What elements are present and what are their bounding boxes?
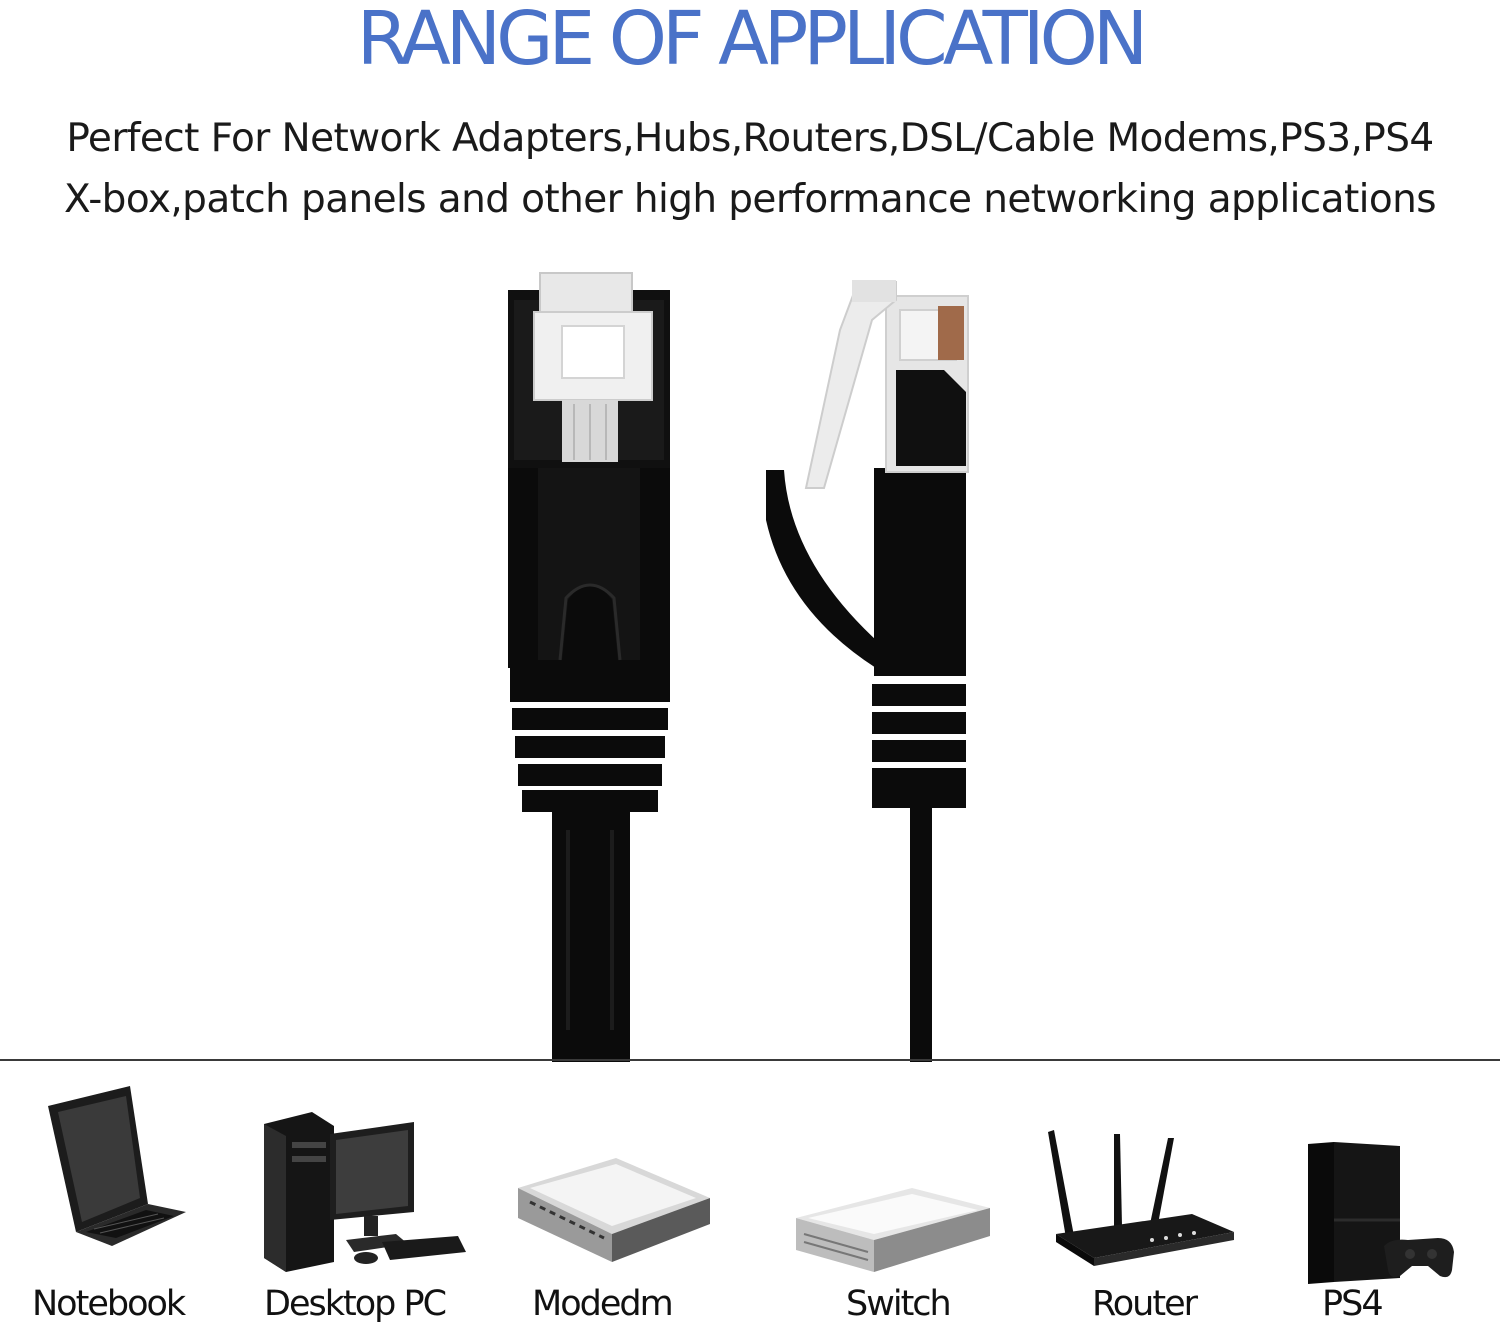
modem-icon xyxy=(518,1158,710,1262)
laptop-icon xyxy=(48,1086,186,1246)
device-label-router: Router xyxy=(1092,1284,1198,1324)
device-label-desktop-pc: Desktop PC xyxy=(264,1284,447,1324)
device-desktop-pc xyxy=(262,1112,467,1272)
device-modem xyxy=(516,1158,712,1270)
ps4-console-icon xyxy=(1308,1142,1454,1284)
device-label-switch: Switch xyxy=(846,1284,952,1324)
rj45-connector-side-icon xyxy=(766,280,969,1062)
switch-icon xyxy=(796,1188,990,1272)
device-label-modem: Modedm xyxy=(532,1284,674,1324)
device-ps4 xyxy=(1306,1142,1456,1284)
device-router xyxy=(1042,1128,1236,1268)
desktop-pc-icon xyxy=(264,1112,466,1272)
subtitle-line-2: X-box,patch panels and other high perfor… xyxy=(64,177,1437,222)
device-switch xyxy=(792,1188,992,1276)
subtitle-line-1: Perfect For Network Adapters,Hubs,Router… xyxy=(66,116,1434,161)
page-title: RANGE OF APPLICATION xyxy=(356,0,1148,82)
device-label-notebook: Notebook xyxy=(32,1284,186,1324)
router-icon xyxy=(1048,1130,1234,1266)
rj45-connector-front-icon xyxy=(508,272,670,1062)
section-divider xyxy=(0,1059,1500,1061)
rj45-cable-connectors-image xyxy=(508,272,969,1062)
device-notebook xyxy=(38,1086,188,1246)
device-label-ps4: PS4 xyxy=(1322,1284,1384,1324)
